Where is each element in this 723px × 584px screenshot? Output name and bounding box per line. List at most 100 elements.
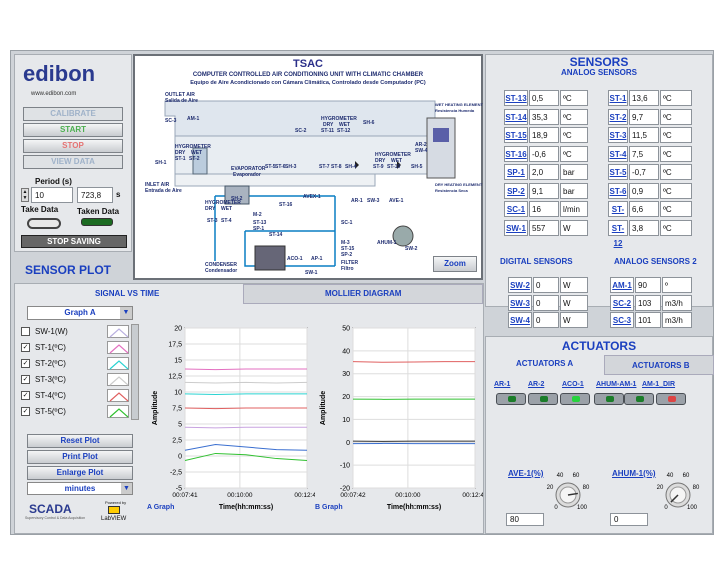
sensor-unit: m3/h: [662, 294, 692, 311]
y-tick-label: 20: [342, 394, 350, 401]
sensor-plot-title: SENSOR PLOT: [25, 263, 112, 277]
lbl-st10: ST-10: [387, 164, 401, 170]
print-plot-button[interactable]: Print Plot: [27, 450, 133, 464]
actuator-label: ACO-1: [562, 381, 584, 388]
channel-color-swatch[interactable]: [107, 373, 129, 386]
series-line: [184, 426, 307, 429]
view-data-button[interactable]: VIEW DATA: [23, 155, 123, 169]
knob-tick-label: 20: [547, 485, 554, 491]
channel-label: SW-1(W): [35, 327, 68, 336]
channel-checkbox[interactable]: ✓: [21, 407, 30, 416]
sensor-unit: ºC: [560, 108, 588, 125]
tab-actuators-a[interactable]: ACTUATORS A: [516, 359, 574, 368]
stop-button[interactable]: STOP: [23, 139, 123, 153]
ahum1-input[interactable]: 0: [610, 513, 648, 526]
digital-sensors-title: DIGITAL SENSORS: [500, 257, 573, 266]
channel-label: ST-2(ºC): [35, 359, 66, 368]
ave1-input[interactable]: 80: [506, 513, 544, 526]
lbl-salida: Salida de Aire: [165, 98, 198, 104]
channel-color-swatch[interactable]: [107, 405, 129, 418]
sensor-tag: SC-1: [504, 201, 528, 217]
lbl-sh4: SH-4: [345, 164, 357, 170]
x-tick-label: 00:07:41: [172, 492, 198, 499]
sensor-value: 9,7: [629, 108, 659, 125]
sensor-unit: º: [662, 277, 692, 293]
stop-saving-button[interactable]: STOP SAVING: [21, 235, 127, 248]
actuator-label: AM-1_DIR: [642, 381, 676, 388]
tab-signal-vs-time[interactable]: SIGNAL VS TIME: [95, 289, 160, 298]
sensors-title: SENSORS: [569, 55, 629, 69]
sensor-unit: ºC: [660, 145, 692, 162]
sensor-tag: ST-16: [504, 145, 528, 162]
lbl-sw3: SW-3: [367, 198, 380, 204]
sensor-tag: SP-2: [504, 182, 528, 199]
series-line: [184, 368, 307, 371]
lbl-sw1: SW-1: [305, 270, 318, 276]
lbl-dry-heat: DRY HEATING ELEMENT: [435, 182, 483, 187]
channel-checkbox[interactable]: ✓: [21, 359, 30, 368]
actuator-toggle-button[interactable]: [560, 393, 590, 405]
lbl-sh5: SH-5: [411, 164, 423, 170]
elapsed-unit: s: [116, 190, 121, 199]
channel-checkbox[interactable]: ✓: [21, 343, 30, 352]
sensor-tag: SW-4: [508, 312, 532, 328]
channel-checkbox[interactable]: ✓: [21, 375, 30, 384]
y-tick-label: 30: [342, 371, 350, 378]
elapsed-time: 723,8: [77, 187, 113, 203]
lbl-st6: ST-6: [275, 164, 286, 170]
x-tick-label: 00:10:00: [395, 492, 421, 499]
start-button[interactable]: START: [23, 123, 123, 137]
knob-tick-label: 100: [687, 505, 698, 511]
x-tick-label: 00:07:42: [340, 492, 366, 499]
lbl-st5: ST-5: [265, 164, 276, 170]
y-axis-label: Amplitude: [152, 391, 159, 425]
zoom-button[interactable]: Zoom: [433, 256, 477, 272]
channel-color-swatch[interactable]: [107, 325, 129, 338]
graph-select[interactable]: Graph A▼: [27, 306, 133, 320]
tab-actuators-b[interactable]: [604, 355, 714, 375]
period-input[interactable]: 10: [31, 187, 73, 203]
scada-title: SCADA: [29, 502, 72, 516]
lbl-dry3: DRY: [375, 158, 386, 164]
calibrate-button[interactable]: CALIBRATE: [23, 107, 123, 121]
channel-color-swatch[interactable]: [107, 341, 129, 354]
y-tick-label: -10: [340, 463, 350, 470]
reset-plot-button[interactable]: Reset Plot: [27, 434, 133, 448]
edibon-logo: edibon: [23, 61, 95, 87]
sensor-unit: ºC: [660, 201, 692, 217]
actuator-toggle-button[interactable]: [594, 393, 624, 405]
channel-checkbox[interactable]: [21, 327, 30, 336]
sensor-unit: ºC: [660, 182, 692, 199]
channel-checkbox[interactable]: ✓: [21, 391, 30, 400]
channel-color-swatch[interactable]: [107, 389, 129, 402]
channel-scrollbar[interactable]: [131, 324, 139, 420]
actuator-toggle-button[interactable]: [624, 393, 654, 405]
x-axis-label: Time(hh:mm:ss): [219, 504, 273, 511]
lbl-outlet-air: OUTLET AIR: [165, 92, 195, 98]
channel-color-swatch[interactable]: [107, 357, 129, 370]
channel-label: ST-4(ºC): [35, 391, 66, 400]
enlarge-plot-button[interactable]: Enlarge Plot: [27, 466, 133, 480]
lbl-sc2: SC-2: [295, 128, 307, 134]
actuator-label: AR-1: [494, 381, 511, 388]
lbl-st13: ST-13: [253, 220, 267, 226]
units-select[interactable]: minutes▼: [27, 482, 133, 495]
sensor-unit: bar: [560, 182, 588, 199]
sensor-value: 0,9: [629, 182, 659, 199]
lbl-sh6: SH-6: [363, 120, 375, 126]
tab-mollier[interactable]: [243, 284, 483, 304]
actuator-toggle-button[interactable]: [656, 393, 686, 405]
period-stepper[interactable]: ▲▼: [21, 188, 29, 202]
lbl-sc1: SC-1: [341, 220, 353, 226]
logo-url: www.edibon.com: [31, 91, 77, 97]
take-data-toggle[interactable]: [27, 218, 61, 229]
units-chevron-icon: ▼: [121, 483, 132, 494]
y-axis-label: Amplitude: [320, 391, 327, 425]
lbl-am1: AM-1: [187, 116, 200, 122]
actuator-toggle-button[interactable]: [528, 393, 558, 405]
actuator-toggle-button[interactable]: [496, 393, 526, 405]
